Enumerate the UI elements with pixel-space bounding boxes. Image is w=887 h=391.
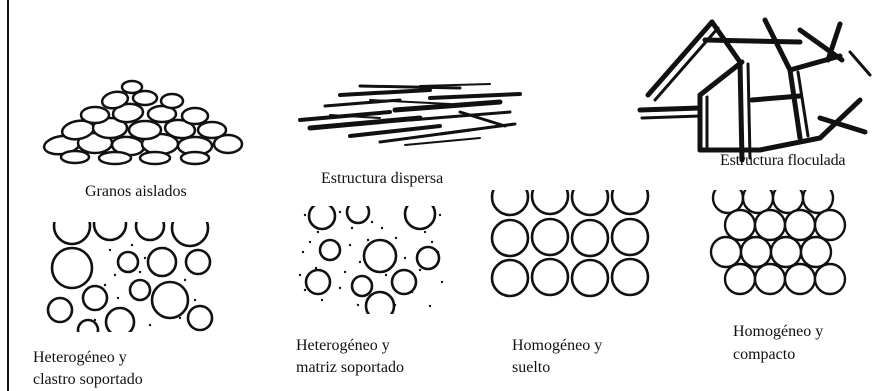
label-estructura-floculada: Estructura floculada: [720, 151, 845, 171]
label-heterogeneo-matriz: Heterogéneo y matriz soportado: [296, 335, 404, 379]
dispersed-structure-drawing: [300, 84, 520, 145]
isolated-grains-drawing: [43, 81, 242, 164]
homogeneous-compact-drawing: [711, 183, 845, 294]
label-estructura-dispersa: Estructura dispersa: [321, 169, 443, 189]
heterogeneous-clast-supported-drawing: [48, 208, 212, 340]
label-homogeneo-suelto: Homogéneo y suelto: [512, 335, 602, 379]
label-granos-aislados: Granos aislados: [85, 182, 187, 202]
heterogeneous-matrix-supported-drawing: [299, 199, 443, 320]
flocculated-structure-drawing: [640, 20, 870, 160]
label-homogeneo-compacto: Homogéneo y compacto: [733, 320, 823, 366]
label-heterogeneo-clastro: Heterogéneo y clastro soportado: [33, 347, 143, 391]
homogeneous-loose-drawing: [492, 178, 648, 296]
